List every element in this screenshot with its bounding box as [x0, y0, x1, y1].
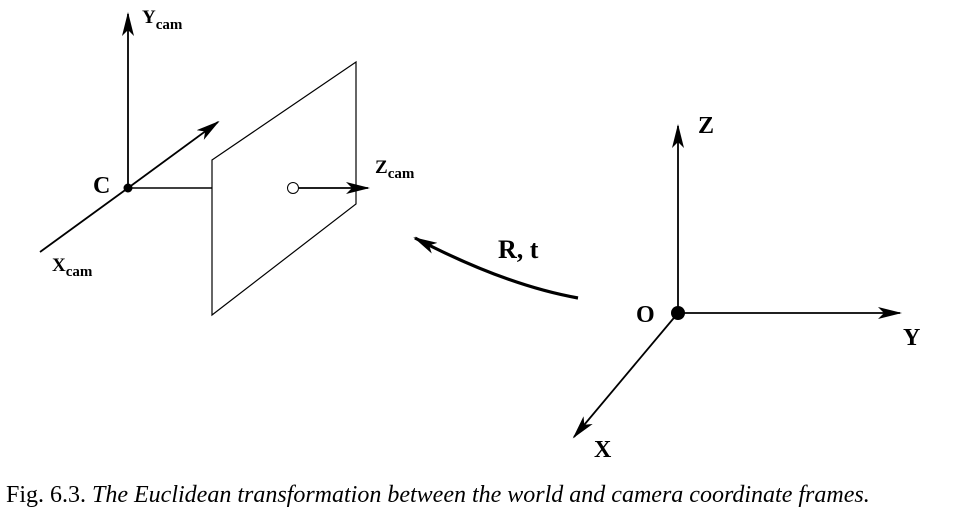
world-y-label: Y [903, 325, 920, 351]
camera-center-label: C [93, 173, 110, 199]
caption-figure-number: Fig. 6.3. [6, 482, 87, 508]
x-cam-axis-positive [127, 120, 220, 189]
transformation-label: R, t [498, 235, 539, 264]
image-plane [211, 60, 357, 317]
world-x-label: X [594, 437, 612, 463]
caption-text: The Euclidean transformation between the… [92, 482, 870, 508]
figure-caption: Fig. 6.3. The Euclidean transformation b… [6, 482, 972, 509]
transformation-arrow [413, 236, 579, 300]
principal-point [287, 182, 299, 194]
z-cam-label: Zcam [375, 157, 415, 182]
camera-center-point [123, 183, 133, 193]
world-x-axis [572, 312, 679, 439]
world-origin-label: O [636, 302, 655, 328]
coordinate-frames-diagram: C Ycam Xcam Zcam R, t O Z Y X [39, 7, 920, 463]
world-origin-point [671, 306, 685, 320]
world-z-label: Z [698, 113, 714, 139]
y-cam-label: Ycam [142, 7, 183, 33]
x-cam-axis [39, 187, 129, 253]
x-cam-label: Xcam [52, 255, 93, 280]
